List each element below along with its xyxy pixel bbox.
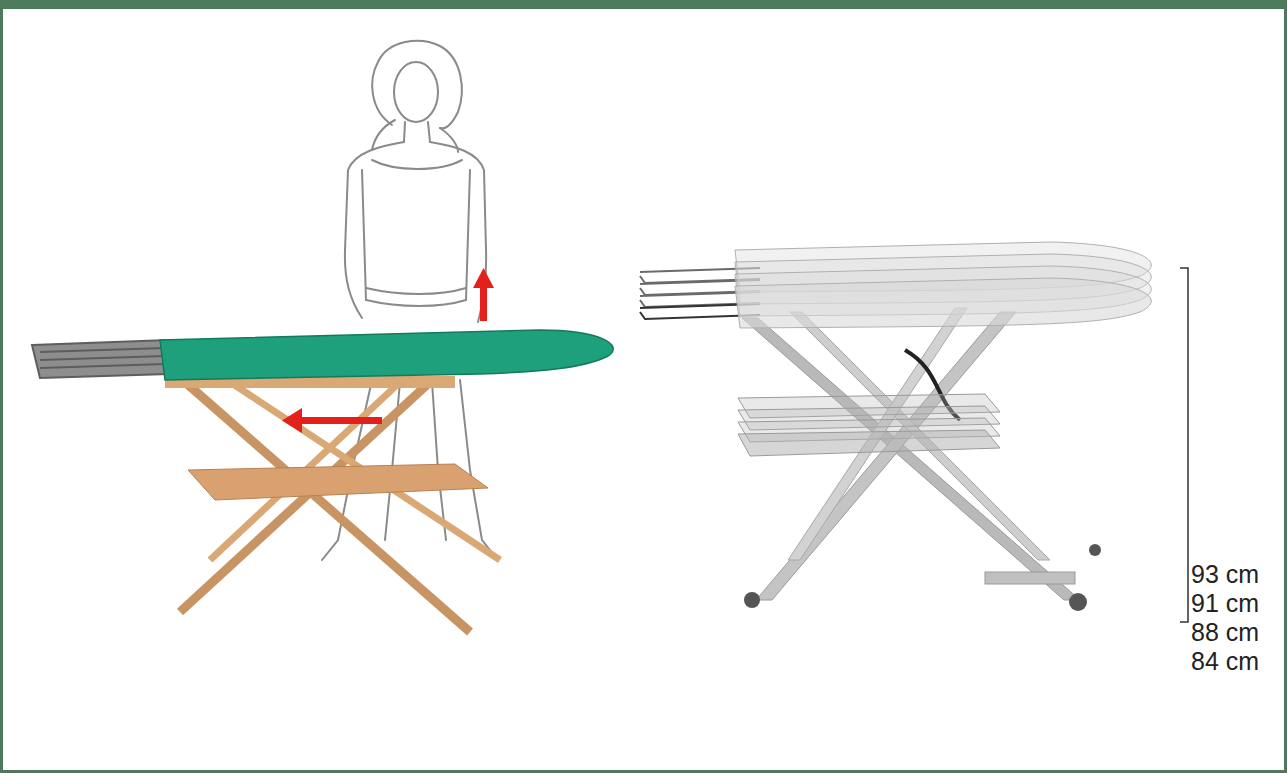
rack-plate bbox=[32, 340, 168, 378]
shelf-positions bbox=[738, 394, 1000, 456]
rack-bar bbox=[40, 348, 165, 352]
ironing-board-top bbox=[160, 330, 613, 380]
arrow-left-shaft bbox=[300, 417, 382, 424]
height-bracket bbox=[1180, 268, 1188, 622]
neck bbox=[404, 122, 430, 142]
left-arm bbox=[345, 142, 404, 318]
arrow-up-shaft bbox=[480, 285, 487, 321]
dimension-label: 93 cm bbox=[1191, 560, 1259, 588]
face-outline bbox=[394, 62, 438, 122]
arrow-left-head bbox=[282, 408, 302, 433]
shelf bbox=[188, 464, 488, 500]
arrow-up-head bbox=[473, 268, 494, 288]
dimension-label: 91 cm bbox=[1191, 589, 1259, 617]
board-legs bbox=[165, 376, 500, 632]
wheel bbox=[1089, 544, 1101, 556]
frame-top-bar bbox=[0, 0, 1287, 9]
red-arrows bbox=[282, 268, 494, 433]
iron-rack bbox=[32, 340, 168, 378]
waistband bbox=[366, 288, 466, 306]
wheel bbox=[1069, 593, 1087, 611]
dimension-label: 84 cm bbox=[1191, 647, 1259, 675]
neckline bbox=[372, 160, 462, 169]
rack-bar bbox=[40, 364, 165, 368]
hair-outline bbox=[372, 41, 462, 129]
leg bbox=[185, 382, 470, 632]
hair-ends bbox=[372, 120, 458, 152]
shelf bbox=[738, 430, 1000, 456]
foot-bar bbox=[985, 572, 1075, 584]
adjustable-board bbox=[640, 242, 1151, 611]
board-positions bbox=[735, 242, 1151, 328]
board-top bbox=[735, 278, 1151, 328]
torso-sides bbox=[362, 170, 470, 300]
wheel bbox=[744, 592, 760, 608]
rack-bar bbox=[40, 356, 165, 360]
right-arm bbox=[430, 142, 486, 322]
dimension-label: 88 cm bbox=[1191, 618, 1259, 646]
